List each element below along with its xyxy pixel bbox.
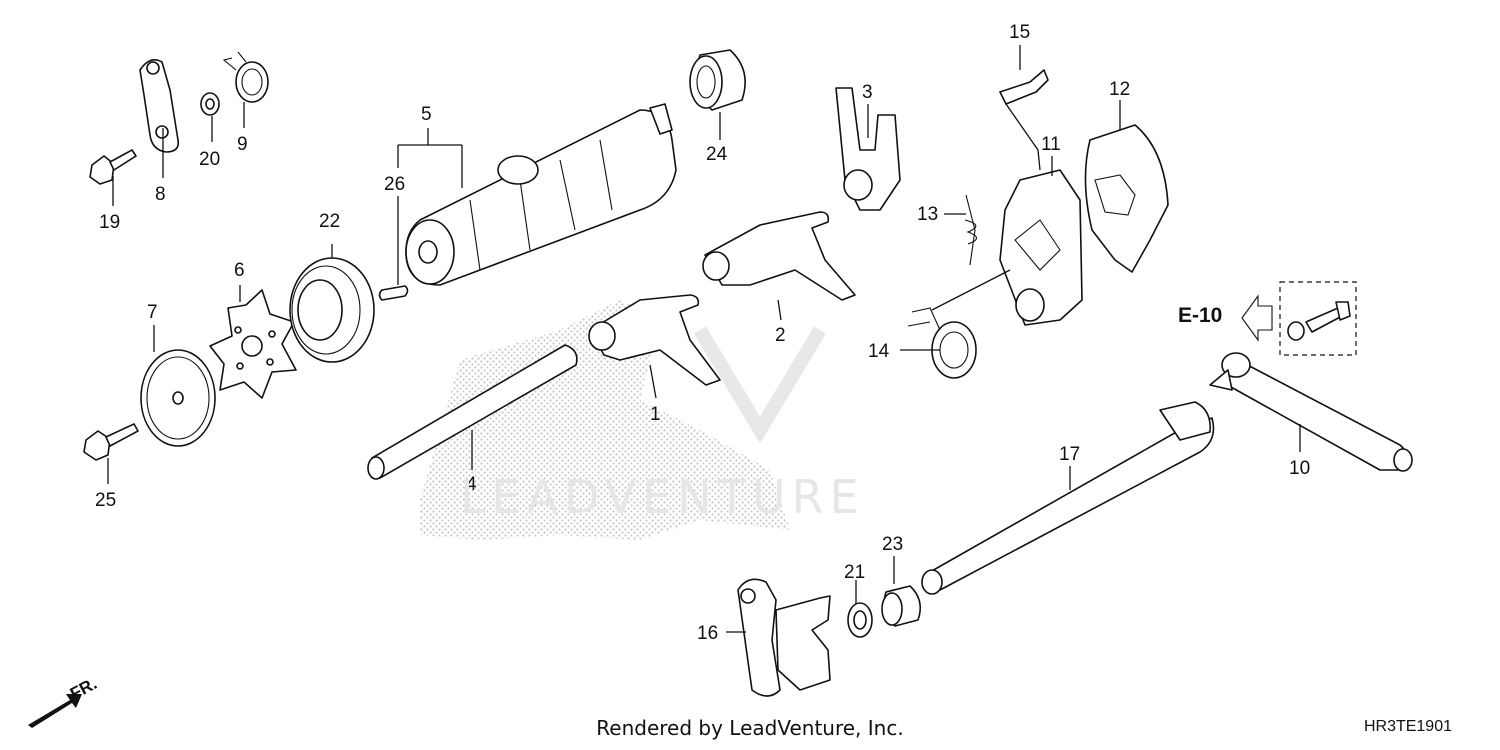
callout-23: 23 [882, 534, 903, 555]
reference-label[interactable]: E-10 [1178, 304, 1223, 327]
callout-4: 4 [466, 474, 477, 495]
callout-15: 15 [1009, 22, 1030, 43]
callout-12: 12 [1109, 79, 1130, 100]
part-4-fork-shaft[interactable] [367, 344, 578, 480]
callout-19: 19 [99, 212, 120, 233]
part-11-guide-plate[interactable] [999, 169, 1083, 326]
front-arrow-icon [28, 694, 82, 728]
callout-3: 3 [862, 82, 873, 103]
part-16-shift-arm[interactable] [737, 578, 831, 697]
callout-14: 14 [868, 341, 890, 362]
leader-lines [107, 45, 1301, 633]
callout-8: 8 [155, 184, 166, 205]
part-14-spring[interactable] [907, 307, 977, 379]
callout-labels: 8 20 9 19 5 26 24 22 6 7 25 4 1 2 3 15 1… [95, 22, 1310, 644]
part-13-spring[interactable] [964, 194, 978, 266]
callout-16: 16 [697, 623, 718, 644]
callout-24: 24 [706, 144, 728, 165]
part-12-plate[interactable] [1084, 124, 1169, 273]
part-24-needle-bearing[interactable] [689, 49, 746, 111]
part-1-shift-fork[interactable] [588, 294, 721, 386]
callout-21: 21 [844, 562, 865, 583]
reference-box [1279, 281, 1357, 356]
callout-5: 5 [421, 104, 432, 125]
callout-26: 26 [384, 174, 405, 195]
callout-17: 17 [1059, 444, 1080, 465]
part-22-bearing[interactable] [289, 257, 375, 363]
callout-9: 9 [237, 134, 248, 155]
part-26-pin[interactable] [378, 285, 409, 301]
part-2-shift-fork[interactable] [702, 211, 856, 301]
part-8-stopper-arm[interactable] [139, 59, 180, 153]
part-5-shift-drum[interactable] [405, 103, 677, 286]
callout-22: 22 [319, 211, 340, 232]
part-25-bolt[interactable] [83, 423, 139, 461]
callout-6: 6 [234, 260, 245, 281]
part-19-bolt[interactable] [89, 149, 137, 185]
part-23-needle-bearing[interactable] [881, 585, 921, 627]
footer-text: Rendered by LeadVenture, Inc. [596, 716, 904, 740]
drawing-code: HR3TE1901 [1363, 718, 1452, 735]
reference-arrow-icon [1241, 294, 1273, 342]
part-10-shift-spindle[interactable] [1209, 352, 1413, 472]
part-20-washer[interactable] [200, 92, 220, 116]
callout-2: 2 [775, 325, 786, 346]
callout-1: 1 [650, 404, 661, 425]
part-17-shift-shaft[interactable] [921, 401, 1215, 595]
callout-13: 13 [917, 204, 938, 225]
watermark-logo [420, 300, 827, 540]
part-9-spring[interactable] [222, 51, 269, 103]
callout-10: 10 [1289, 458, 1310, 479]
part-7-plate[interactable] [140, 349, 216, 447]
part-21-washer[interactable] [847, 602, 873, 638]
part-15-pin[interactable] [999, 69, 1049, 105]
part-3-shift-fork[interactable] [835, 87, 901, 211]
callout-7: 7 [147, 302, 158, 323]
callout-20: 20 [199, 149, 220, 170]
watermark-text: LEADVENTURE [460, 470, 865, 524]
part-6-star-cam[interactable] [209, 289, 297, 399]
callout-25: 25 [95, 490, 116, 511]
callout-11: 11 [1041, 134, 1061, 155]
